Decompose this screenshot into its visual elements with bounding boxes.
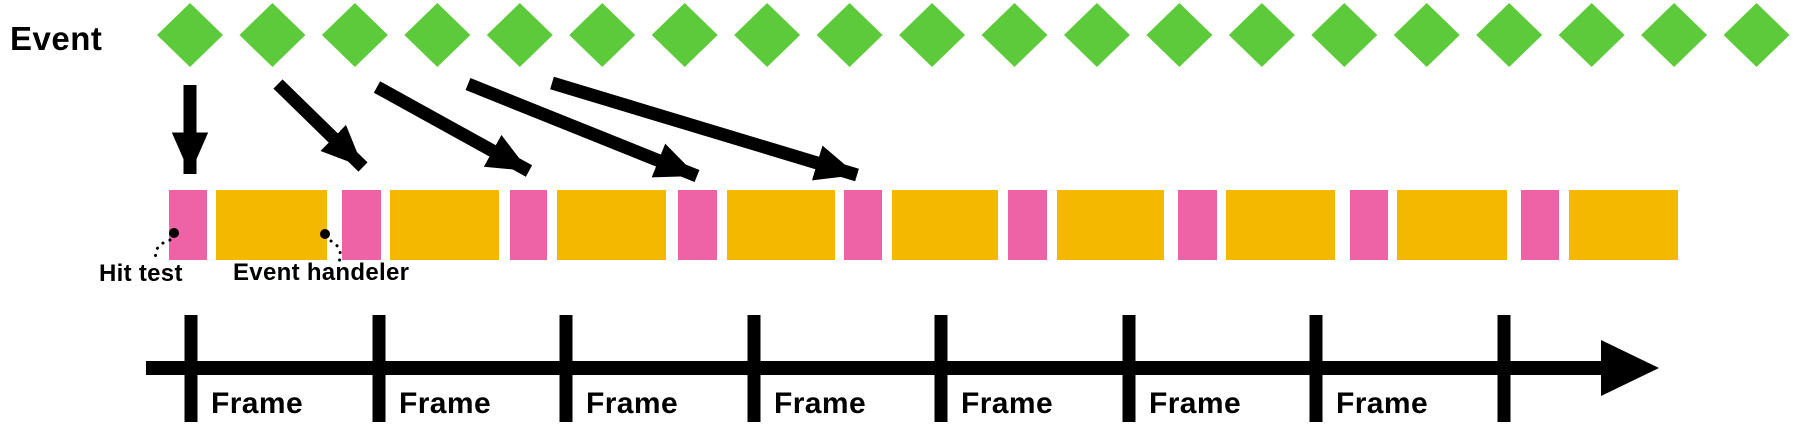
frame-label: Frame	[211, 387, 304, 420]
event-diamond-icon	[157, 3, 223, 67]
event-diamond-icon	[1311, 3, 1378, 67]
event-handler-bar	[1397, 190, 1507, 260]
event-diamond-icon	[1063, 3, 1130, 67]
dispatch-arrows-group	[171, 76, 859, 183]
event-handler-bar	[892, 190, 998, 260]
frame-label: Frame	[399, 387, 492, 420]
frame-tick	[184, 315, 198, 422]
callout-dot	[169, 228, 179, 238]
event-diamond-icon	[981, 3, 1048, 67]
event-diamond-icon	[321, 3, 388, 67]
hit-test-bar	[1008, 190, 1047, 260]
hit-test-bar	[1178, 190, 1217, 260]
event-handler-bar	[557, 190, 666, 260]
frame-label: Frame	[961, 387, 1054, 420]
event-handler-bar	[216, 190, 327, 260]
hit-test-bar	[169, 190, 207, 260]
frame-tick	[1309, 315, 1323, 422]
event-diamond-icon	[1393, 3, 1460, 67]
frame-tick	[747, 315, 761, 422]
event-diamond-icon	[1723, 3, 1790, 67]
frame-label: Frame	[586, 387, 679, 420]
event-diamond-icon	[899, 3, 966, 67]
hit-test-bar	[1350, 190, 1388, 260]
hit-test-bar	[342, 190, 381, 260]
work-bars-group	[169, 190, 1678, 260]
dispatch-arrow	[273, 79, 368, 172]
event-row-label: Event	[10, 20, 103, 57]
frame-tick	[934, 315, 948, 422]
frame-tick	[559, 315, 573, 422]
dispatch-arrow	[373, 81, 533, 177]
hit-test-bar	[678, 190, 717, 260]
event-diamond-icon	[1476, 3, 1543, 67]
frame-tick	[372, 315, 386, 422]
hit-test-label: Hit test	[99, 260, 183, 287]
dispatch-arrow	[465, 77, 700, 183]
event-diamond-icon	[404, 3, 471, 67]
timeline-group	[146, 315, 1659, 422]
hit-test-bar	[1521, 190, 1559, 260]
event-handler-bar	[1057, 190, 1164, 260]
frame-label: Frame	[1336, 387, 1429, 420]
event-diamond-icon	[816, 3, 883, 67]
event-handler-bar	[727, 190, 835, 260]
frame-label: Frame	[774, 387, 867, 420]
event-diamond-icon	[1641, 3, 1708, 67]
callout-group	[154, 228, 342, 264]
frame-tick	[1122, 315, 1136, 422]
event-handler-bar	[1226, 190, 1335, 260]
event-diamond-icon	[651, 3, 718, 67]
callout-dotted-curve	[154, 238, 172, 264]
event-diamond-icon	[1228, 3, 1295, 67]
callout-dotted-curve	[329, 239, 342, 264]
event-diamond-icon	[239, 3, 306, 67]
frame-label: Frame	[1149, 387, 1242, 420]
event-handler-label: Event handeler	[233, 259, 410, 286]
timeline-arrowhead-icon	[1601, 340, 1659, 396]
hit-test-bar	[510, 190, 547, 260]
event-diamond-icon	[1146, 3, 1213, 67]
event-diamonds-group	[157, 3, 1790, 67]
event-handler-bar	[1569, 190, 1678, 260]
event-diamond-icon	[486, 3, 553, 67]
event-diamond-icon	[569, 3, 636, 67]
event-handler-bar	[390, 190, 499, 260]
frame-tick	[1497, 315, 1511, 422]
callout-dot	[320, 229, 330, 239]
dispatch-arrow	[550, 76, 859, 182]
event-diamond-icon	[1558, 3, 1625, 67]
hit-test-bar	[844, 190, 882, 260]
event-diamond-icon	[734, 3, 801, 67]
